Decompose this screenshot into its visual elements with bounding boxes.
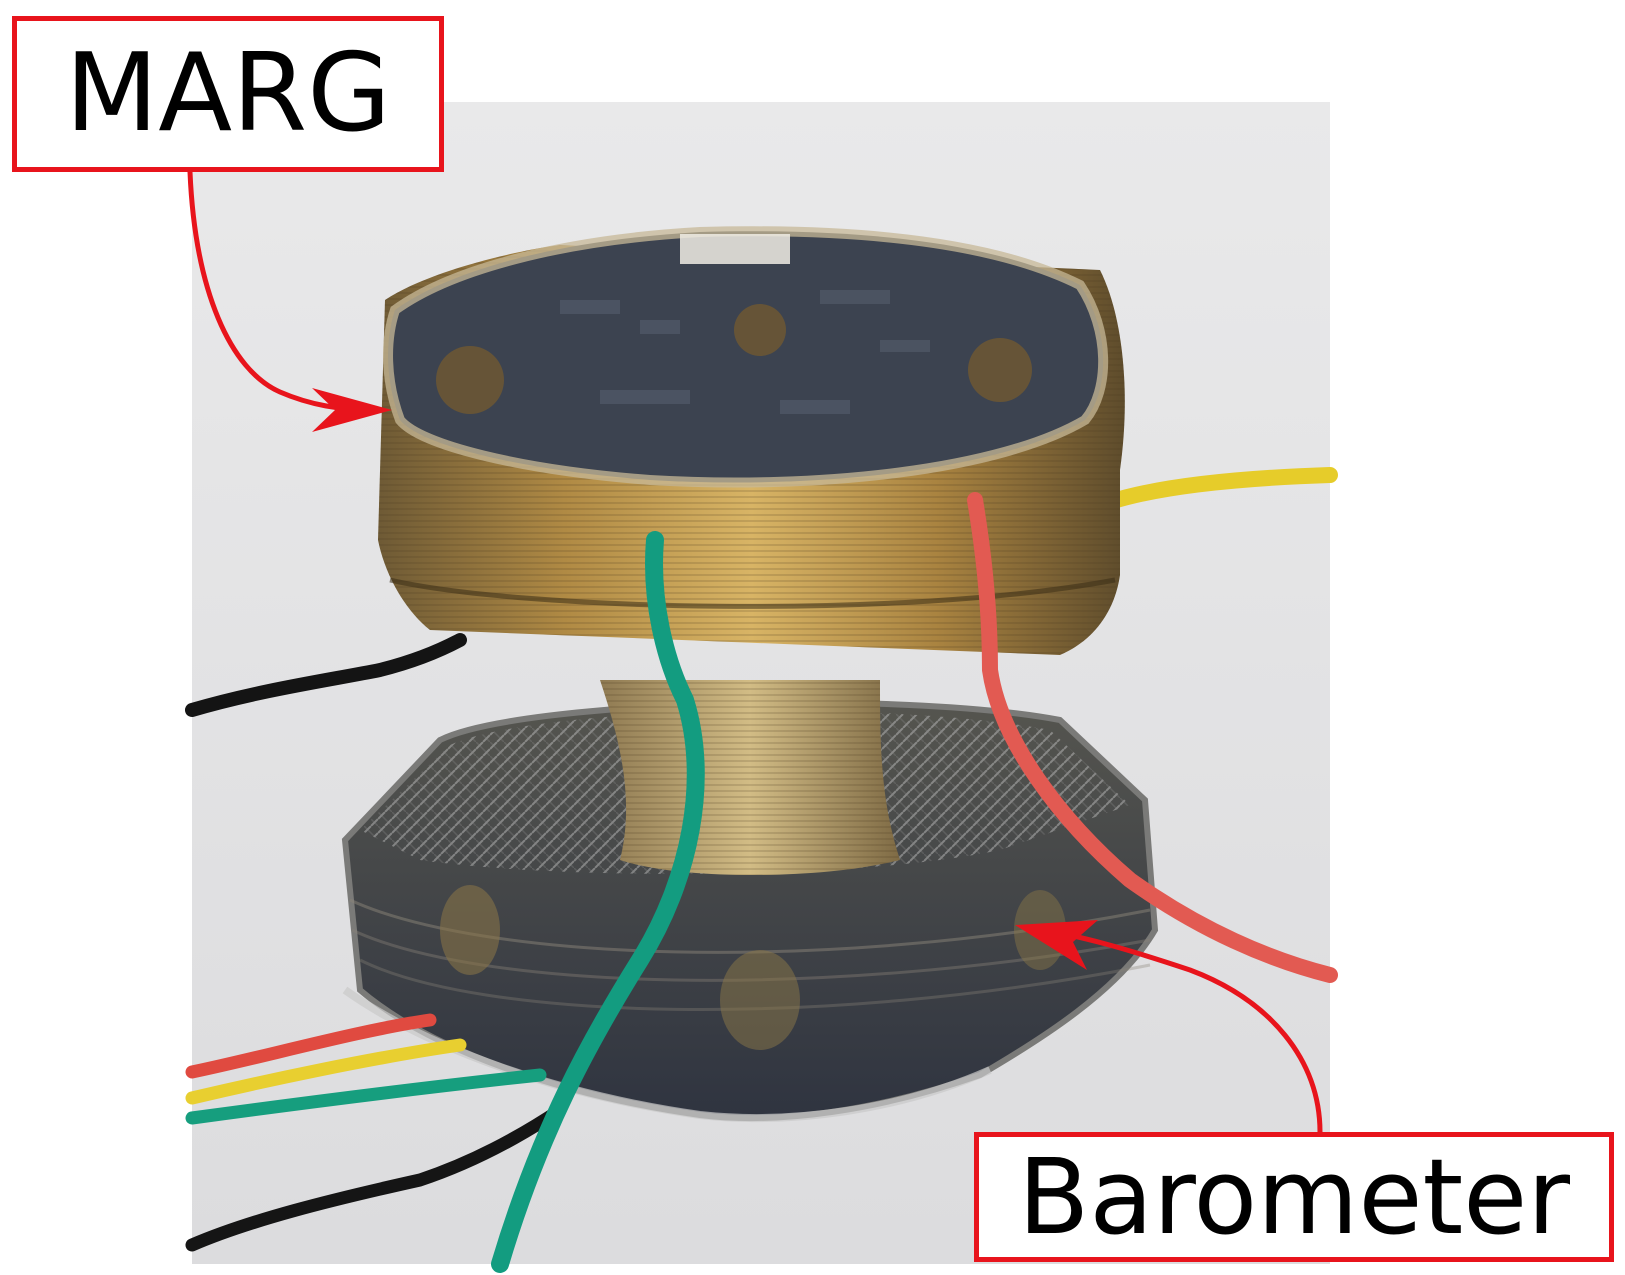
wire-group-back	[185, 467, 1338, 717]
green-wire-left	[185, 1068, 547, 1125]
marg-label: MARG	[12, 16, 444, 172]
barometer-arrow-line	[1027, 925, 1323, 1135]
yellow-wire-left	[185, 1038, 467, 1105]
barometer-base	[341, 699, 1159, 1122]
barometer-arrowhead-icon	[1015, 920, 1098, 970]
black-wire-back	[185, 633, 467, 717]
coil-neck	[600, 680, 900, 875]
green-wire-main	[491, 531, 705, 1273]
wire-group-front	[185, 492, 1338, 1273]
red-wire-left	[185, 1013, 437, 1079]
barometer-label: Barometer	[974, 1132, 1614, 1262]
red-wire-right	[967, 492, 1338, 983]
black-wire-front	[185, 1103, 567, 1252]
barometer-label-text: Barometer	[1018, 1136, 1570, 1258]
marg-coil	[378, 226, 1125, 655]
marg-label-text: MARG	[65, 31, 391, 156]
yellow-wire	[1102, 467, 1338, 510]
marg-arrowhead-icon	[312, 388, 392, 432]
